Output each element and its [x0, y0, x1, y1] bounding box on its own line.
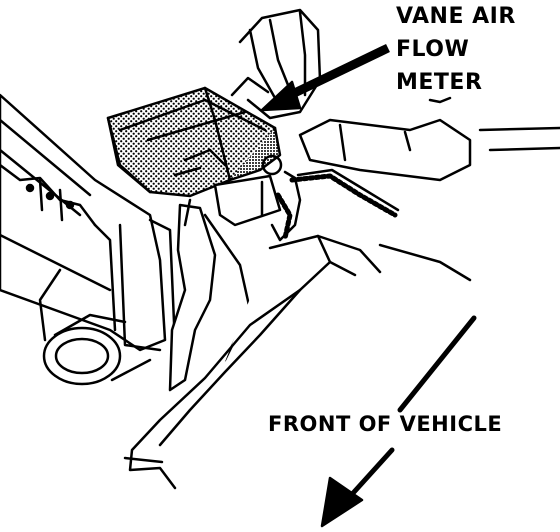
wiring-harness: [213, 154, 400, 242]
front-of-vehicle-label: FRONT OF VEHICLE: [268, 412, 503, 436]
callout-label-line3: METER: [396, 70, 483, 95]
direction-arrow: [320, 315, 477, 528]
callout-label-line2: FLOW: [396, 37, 470, 62]
leader-arrow: [260, 43, 390, 112]
callout-label-line1: VANE AIR: [396, 4, 516, 29]
fender-apron: [298, 96, 560, 282]
support-bracket: [168, 198, 252, 392]
vane-air-flow-meter: [106, 86, 282, 198]
intake-tube: [38, 268, 152, 386]
radiator-shroud: [0, 93, 177, 352]
frame-rail: [123, 234, 382, 490]
